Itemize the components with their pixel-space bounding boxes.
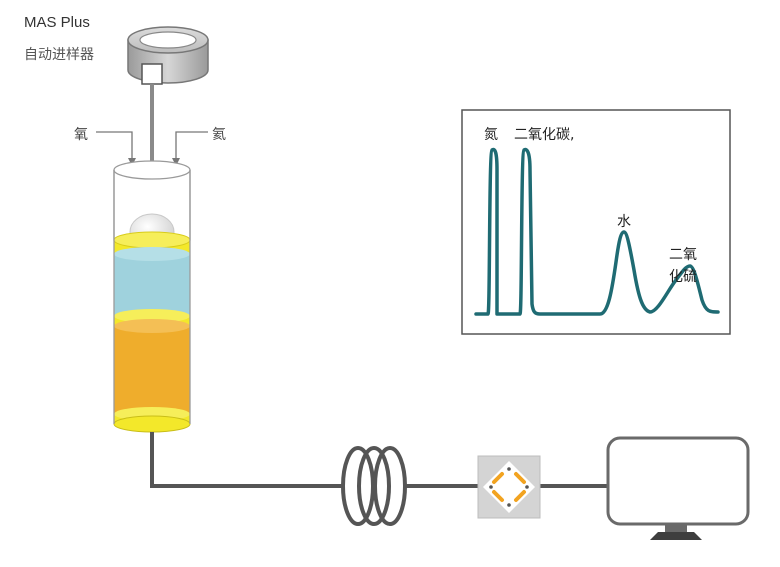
peak-label-nitrogen: 氮 bbox=[484, 127, 498, 143]
instrument-name: MAS Plus bbox=[24, 14, 90, 31]
combustion-tube bbox=[113, 160, 191, 433]
helium-label: 氦 bbox=[212, 127, 226, 143]
gc-column-coil-icon bbox=[341, 446, 407, 526]
autosampler-icon bbox=[127, 26, 209, 85]
tcd-detector-icon bbox=[477, 455, 541, 519]
gas-tubing bbox=[150, 432, 608, 488]
peak-label-carbon-dioxide: 二氧化碳, bbox=[514, 127, 575, 143]
oxygen-label: 氧 bbox=[74, 127, 88, 143]
peak-label-water: 水 bbox=[617, 214, 631, 230]
chromatogram-panel bbox=[461, 109, 731, 335]
monitor-icon bbox=[606, 436, 750, 540]
chromatogram-trace bbox=[474, 147, 720, 316]
oxygen-inlet-arrow bbox=[96, 131, 136, 166]
helium-inlet-arrow bbox=[172, 131, 208, 166]
peak-label-sulfur-dioxide-line1: 二氧 bbox=[669, 247, 697, 263]
peak-label-sulfur-dioxide-line2: 化硫 bbox=[669, 269, 697, 285]
autosampler-label: 自动进样器 bbox=[24, 47, 94, 63]
